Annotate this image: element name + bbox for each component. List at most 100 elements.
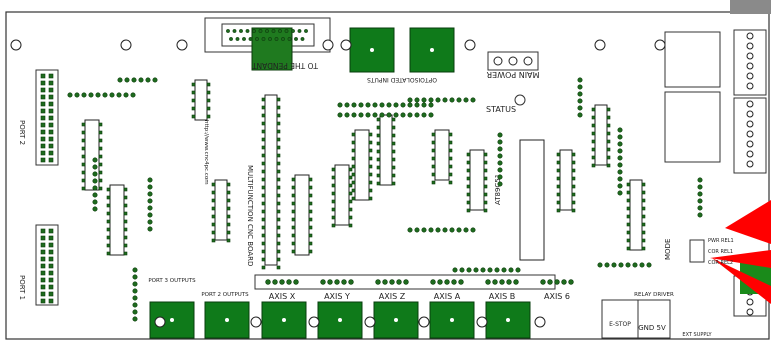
pad xyxy=(92,185,98,191)
relay-pin xyxy=(746,298,754,306)
pad xyxy=(414,102,420,108)
pad xyxy=(421,97,427,103)
red-marker-bottom xyxy=(712,258,771,304)
main-power-terminal[interactable] xyxy=(487,51,539,71)
mounting-hole xyxy=(476,316,488,328)
pad xyxy=(697,184,703,190)
mounting-hole xyxy=(594,39,606,51)
pad xyxy=(337,112,343,118)
pad xyxy=(132,316,138,322)
axis-pin xyxy=(286,279,292,285)
pad xyxy=(116,92,122,98)
optoisolated-input-terminals[interactable] xyxy=(349,27,455,73)
pad xyxy=(421,102,427,108)
port-pin xyxy=(48,291,54,297)
port-pin xyxy=(48,115,54,121)
axis-pin xyxy=(341,279,347,285)
port-pin xyxy=(40,249,46,255)
pad xyxy=(147,212,153,218)
port-pin xyxy=(48,242,54,248)
pad xyxy=(95,92,101,98)
pad xyxy=(497,181,503,187)
pad xyxy=(81,92,87,98)
label-optoisolated-inputs: OPTOISOLATED INPUTS xyxy=(367,76,437,83)
pad xyxy=(697,205,703,211)
pad xyxy=(463,227,469,233)
pad xyxy=(147,205,153,211)
ic-chip xyxy=(376,114,396,186)
pendant-pin xyxy=(297,29,302,33)
port-pin xyxy=(40,101,46,107)
pendant-pin xyxy=(242,37,246,41)
pad xyxy=(617,190,623,196)
pad xyxy=(428,97,434,103)
port-pin xyxy=(48,277,54,283)
estop-box xyxy=(601,299,639,339)
pad xyxy=(407,112,413,118)
pad xyxy=(442,97,448,103)
pad xyxy=(577,112,583,118)
pad xyxy=(92,164,98,170)
port1-connector[interactable] xyxy=(35,224,59,306)
pad xyxy=(132,309,138,315)
port-pin xyxy=(48,157,54,163)
port-pin xyxy=(40,73,46,79)
port-pin xyxy=(40,277,46,283)
axis-pin xyxy=(506,279,512,285)
red-marker-top xyxy=(725,200,771,244)
pad xyxy=(92,199,98,205)
status-led xyxy=(514,94,526,106)
pad xyxy=(577,84,583,90)
relay-pin xyxy=(746,308,754,316)
label-gnd-5v: GND 5V xyxy=(638,324,666,332)
axis-pin xyxy=(444,279,450,285)
pad xyxy=(351,112,357,118)
pad xyxy=(473,267,479,273)
relay-pin xyxy=(746,120,754,128)
port-pin xyxy=(48,80,54,86)
pad xyxy=(344,112,350,118)
relay-pin xyxy=(746,110,754,118)
pad xyxy=(400,112,406,118)
mode-jumper[interactable] xyxy=(689,239,705,263)
pad xyxy=(697,198,703,204)
port-pin xyxy=(40,298,46,304)
pad xyxy=(92,192,98,198)
pad xyxy=(379,102,385,108)
port-pin xyxy=(40,108,46,114)
port-pin xyxy=(40,270,46,276)
axis-pin xyxy=(513,279,519,285)
ic-chip xyxy=(106,184,128,256)
pendant-pin xyxy=(287,37,292,41)
port-pin xyxy=(40,136,46,142)
pad xyxy=(372,112,378,118)
label-estop: E-STOP xyxy=(609,321,631,328)
port2-connector[interactable] xyxy=(35,69,59,166)
axis-pin xyxy=(334,279,340,285)
pad-rows xyxy=(67,77,703,322)
pendant-pin xyxy=(235,37,240,41)
axis-pin xyxy=(540,279,546,285)
mounting-hole xyxy=(250,316,262,328)
axis-pin xyxy=(375,279,381,285)
pad xyxy=(515,267,521,273)
pad xyxy=(372,102,378,108)
pad xyxy=(428,227,434,233)
pendant-pin xyxy=(300,37,305,41)
pendant-connector[interactable] xyxy=(204,17,331,71)
bottom-terminals[interactable] xyxy=(149,301,531,339)
pad xyxy=(147,184,153,190)
port-pin xyxy=(40,87,46,93)
pendant-pin xyxy=(258,29,263,33)
pad xyxy=(508,267,514,273)
pad xyxy=(617,148,623,154)
pad xyxy=(414,227,420,233)
label-port3-outputs: PORT 3 OUTPUTS xyxy=(148,278,196,284)
label-board-title: MULTIFUNCTION CNC BOARD xyxy=(246,165,254,266)
relay-pin xyxy=(746,140,754,148)
pad xyxy=(132,281,138,287)
mounting-hole xyxy=(418,316,430,328)
port-pin xyxy=(40,242,46,248)
port-pin xyxy=(48,101,54,107)
pad xyxy=(147,177,153,183)
